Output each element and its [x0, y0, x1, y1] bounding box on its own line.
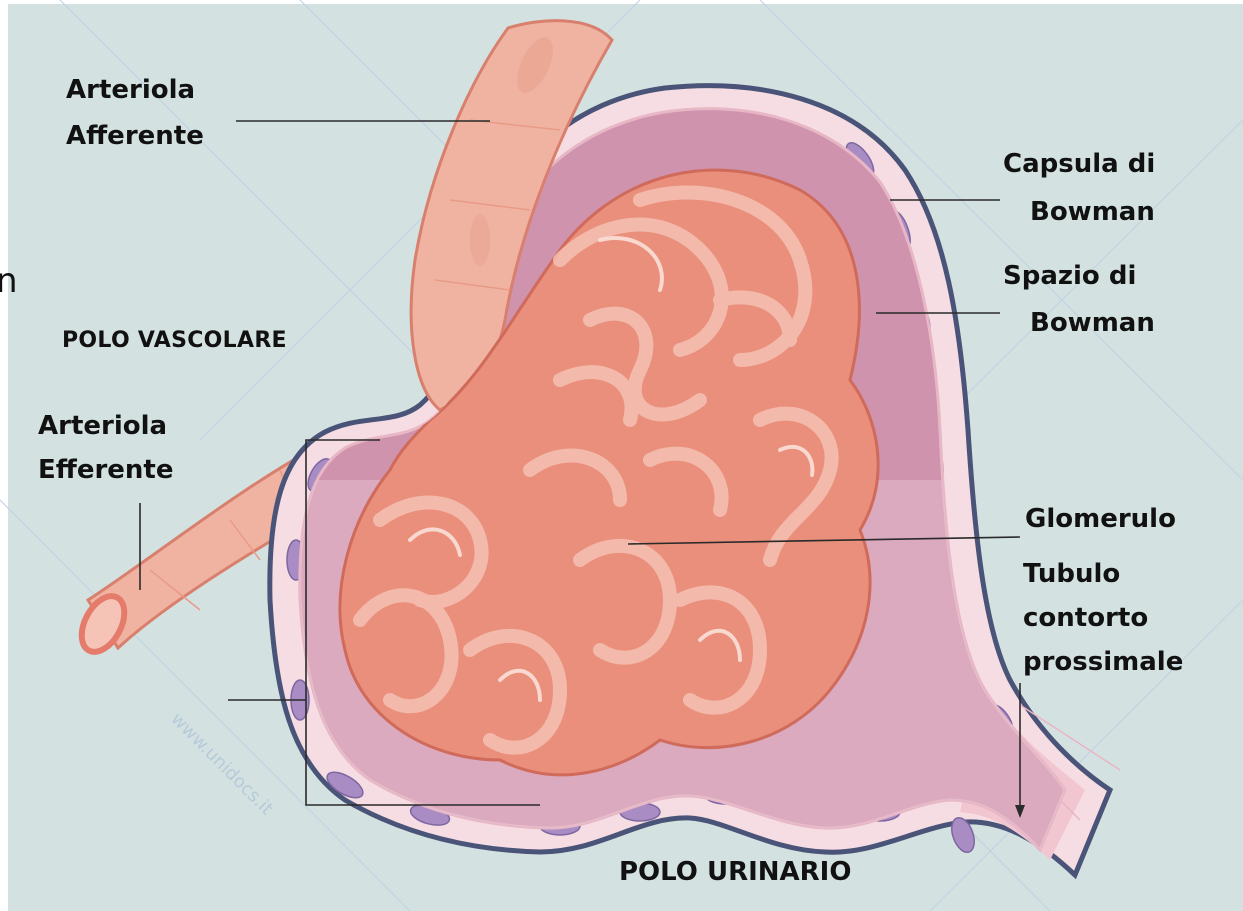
- label-arteriola-afferente-line2: Afferente: [66, 121, 204, 151]
- label-capsula-line1: Capsula di: [1003, 149, 1155, 179]
- label-tubulo-line2: contorto: [1023, 603, 1148, 633]
- label-tubulo-line3: prossimale: [1023, 647, 1183, 677]
- label-arteriola-afferente-line1: Arteriola: [66, 75, 195, 105]
- label-arteriola-efferente-line1: Arteriola: [38, 411, 167, 441]
- label-glomerulo: Glomerulo: [1025, 504, 1176, 534]
- label-polo-vascolare: POLO VASCOLARE: [62, 328, 287, 353]
- label-spazio-line1: Spazio di: [1003, 261, 1136, 291]
- label-arteriola-efferente-line2: Efferente: [38, 455, 173, 485]
- label-tubulo-line1: Tubulo: [1023, 559, 1120, 589]
- label-capsula-line2: Bowman: [1030, 197, 1155, 227]
- edge-text-fragment: n: [0, 261, 18, 301]
- label-polo-urinario: POLO URINARIO: [619, 857, 851, 887]
- label-spazio-line2: Bowman: [1030, 308, 1155, 338]
